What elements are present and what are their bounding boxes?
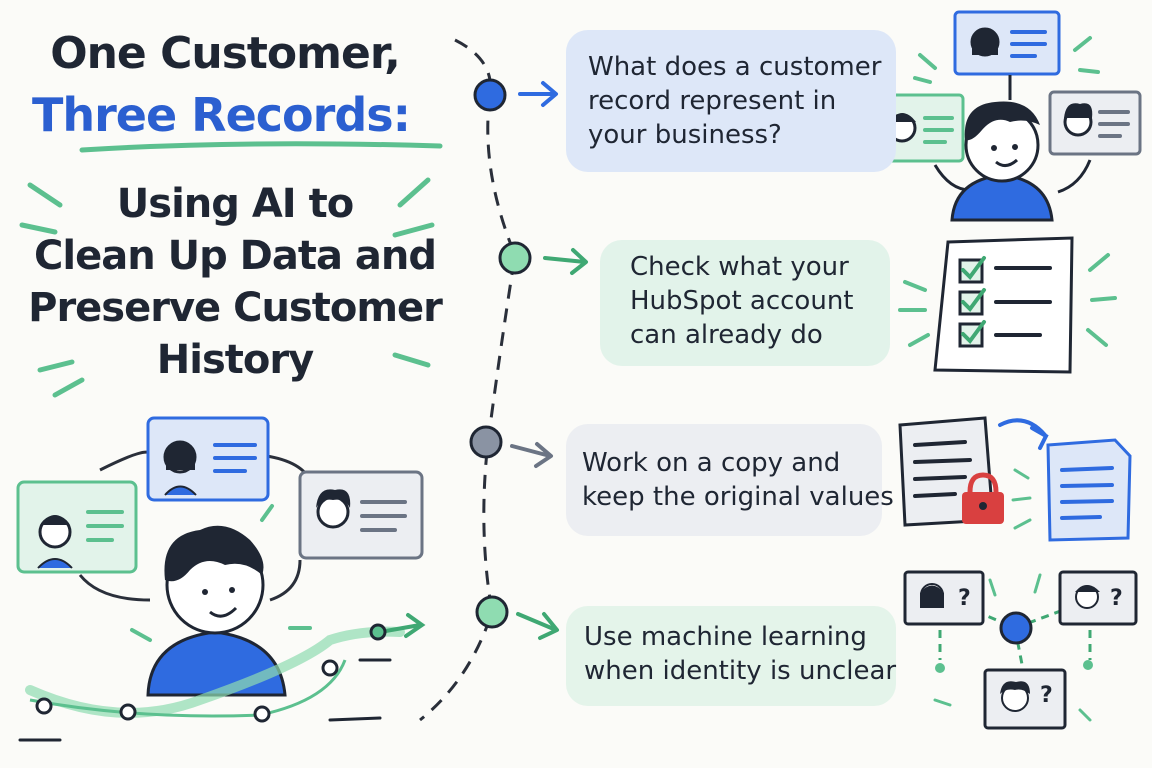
question-mark-icon: ? [1040,683,1053,708]
step-text: Check what your [630,252,849,282]
identity-network-icon: ? ? ? [903,570,1138,730]
step-card-2: Check what your HubSpot account can alre… [600,240,890,366]
step-text: Use machine learning [584,622,867,652]
profile-card-icon [873,10,1142,222]
title-line-2: Three Records: [31,88,411,142]
step-text: What does a customer [588,52,882,82]
subtitle-line: Using AI to [116,181,354,227]
step-text: keep the original values [582,482,894,512]
step-card-3: Work on a copy and keep the original val… [566,424,894,536]
step-text: can already do [630,320,823,350]
question-mark-icon: ? [958,586,971,611]
data-flow-swoosh [18,613,426,742]
checklist-icon [898,236,1117,374]
title-line-1: One Customer, [50,28,401,79]
sparkle-marks [19,177,435,398]
timeline-node-3 [469,425,503,459]
step-text: when identity is unclear [584,656,897,686]
arrow-icon [516,612,559,640]
title-underline [79,141,443,153]
timeline-node-4 [475,595,509,629]
arrow-icon [543,248,588,275]
lock-icon [962,472,1004,524]
subtitle-line: History [156,337,314,383]
subtitle-line: Preserve Customer [28,285,443,331]
subtitle-line: Clean Up Data and [34,233,437,279]
step-card-1: What does a customer record represent in… [566,30,896,172]
subtitle: Using AI to Clean Up Data and Preserve C… [0,178,470,386]
step-text: HubSpot account [630,286,854,316]
timeline-node-1 [473,78,507,112]
step-text: your business? [588,120,782,150]
timeline-node-2 [498,241,532,275]
step-text: record represent in [588,86,837,116]
arrow-icon [510,442,553,468]
document-copy-icon [898,416,1132,542]
step-card-4: Use machine learning when identity is un… [566,606,896,706]
step-text: Work on a copy and [582,448,841,478]
question-mark-icon: ? [1110,586,1123,611]
person-with-records-illustration [16,416,424,697]
arrow-icon [518,81,558,107]
